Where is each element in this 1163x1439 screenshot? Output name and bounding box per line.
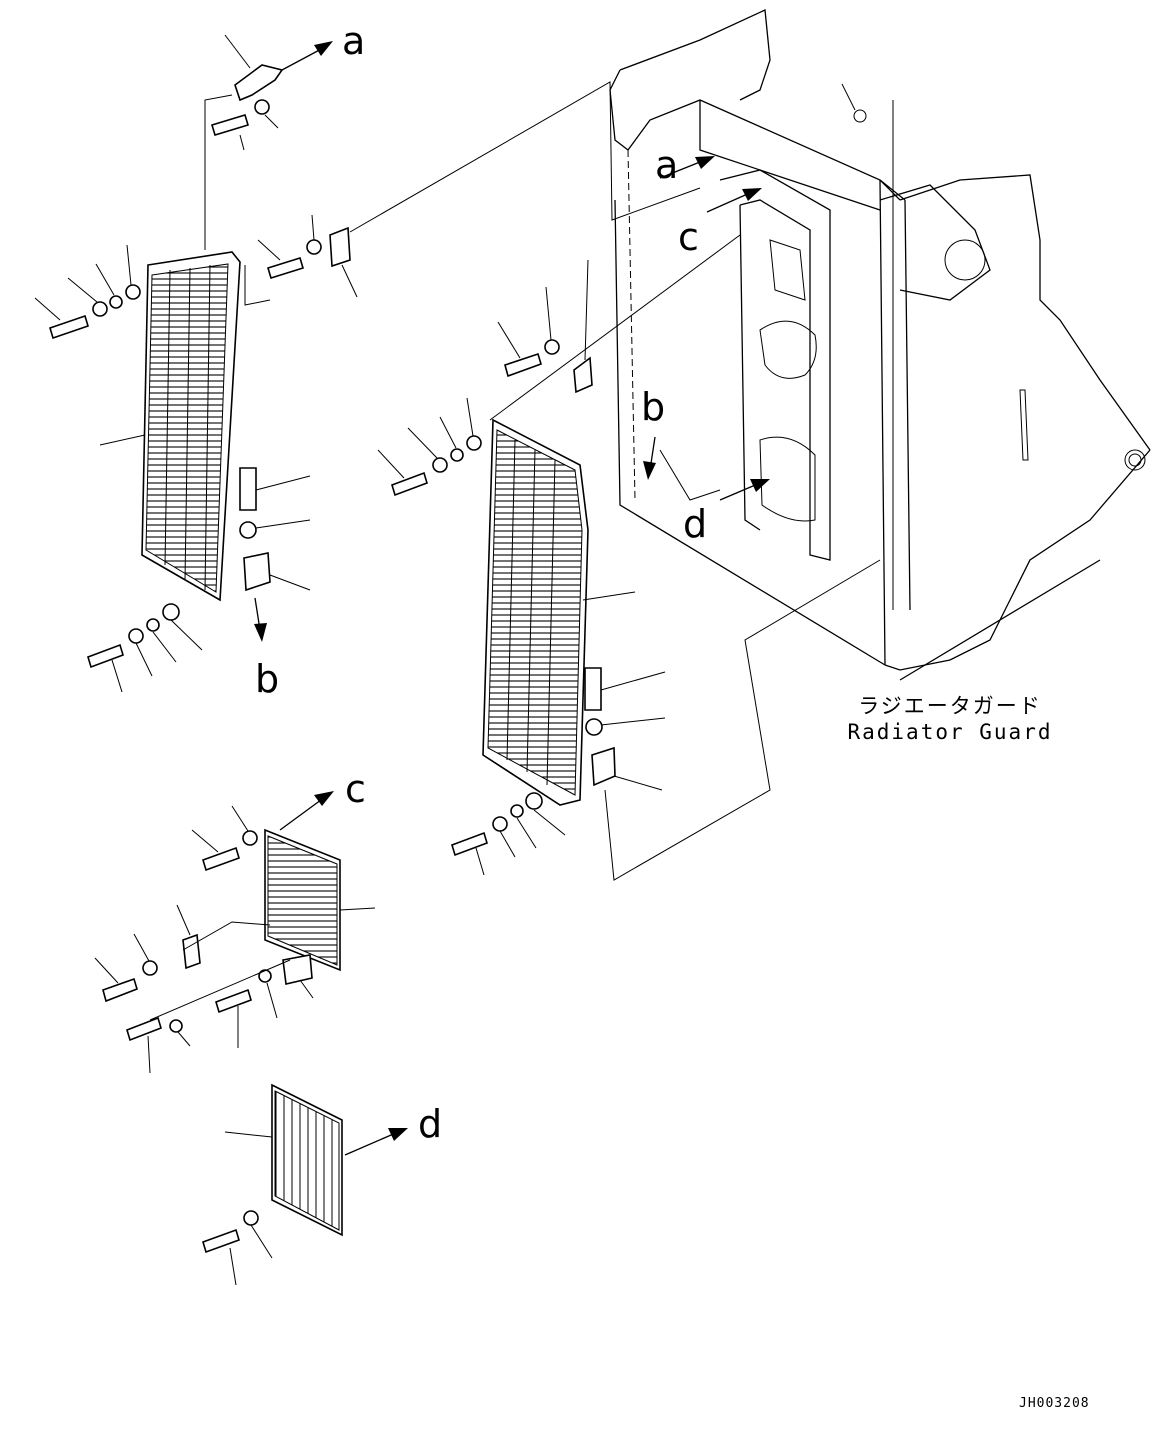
center-large-grille	[482, 418, 636, 806]
callout-a-label: a	[342, 19, 366, 63]
callout-c-label: c	[678, 215, 699, 259]
callout-a-label: a	[655, 143, 679, 187]
caption-japanese: ラジエータガード	[858, 694, 1042, 718]
callout-d-label: d	[418, 1102, 443, 1146]
assembly-lines	[149, 81, 881, 1021]
left-large-grille	[99, 251, 241, 602]
callout-d-label: d	[683, 502, 708, 546]
caption-english: Radiator Guard	[847, 720, 1053, 744]
fasteners	[34, 34, 666, 1286]
callout-b-label: b	[641, 385, 666, 429]
small-grille-d	[224, 1083, 343, 1237]
document-id: JH003208	[1019, 1396, 1090, 1411]
assembly-caption: ラジエータガード Radiator Guard	[840, 693, 1060, 745]
small-grille-c	[264, 828, 376, 972]
callout-b-label: b	[255, 657, 280, 701]
radiator-frame	[609, 9, 1151, 681]
callout-c-label: c	[345, 767, 366, 811]
direction-arrows	[254, 41, 770, 1156]
